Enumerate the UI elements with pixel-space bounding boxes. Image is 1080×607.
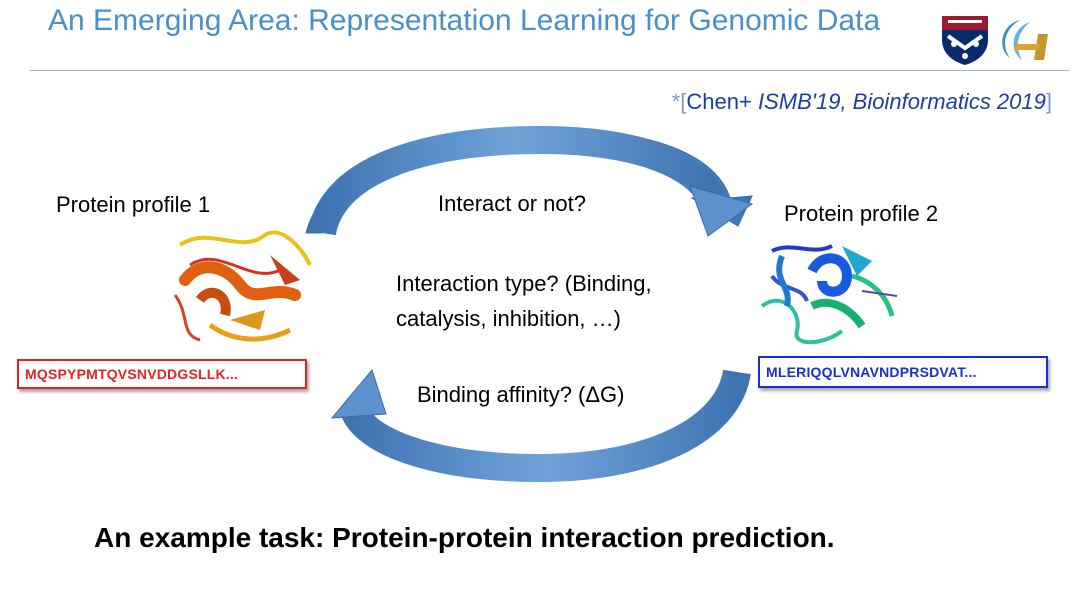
protein-1-sequence: MQSPYPMTQVSNVDDGSLLK... [17, 359, 307, 389]
interact-question: Interact or not? [438, 191, 586, 216]
logos [942, 16, 1048, 65]
group-logo [1002, 20, 1048, 60]
protein-profile-1-label: Protein profile 1 [56, 192, 211, 217]
penn-shield-logo [942, 16, 988, 65]
protein-2-structure-image [760, 244, 898, 345]
citation: *[Chen+ ISMB'19, Bioinformatics 2019] [671, 89, 1052, 114]
binding-affinity-question: Binding affinity? (ΔG) [417, 382, 625, 407]
example-task-caption: An example task: Protein-protein interac… [94, 522, 835, 553]
protein-1-structure-image [173, 230, 312, 342]
bottom-arrow-head [330, 368, 387, 419]
slide-title: An Emerging Area: Representation Learnin… [48, 4, 881, 37]
title-divider [30, 70, 1070, 71]
protein-profile-2-label: Protein profile 2 [784, 201, 939, 226]
bottom-arrow-body [340, 368, 751, 483]
protein-2-sequence: MLERIQQLVNAVNDPRSDVAT... [758, 356, 1048, 388]
interaction-type-question-line2: catalysis, inhibition, …) [396, 306, 621, 331]
top-arrow-body [308, 125, 725, 237]
top-arrow-head [689, 185, 754, 237]
interaction-type-question-line1: Interaction type? (Binding, [396, 271, 652, 296]
